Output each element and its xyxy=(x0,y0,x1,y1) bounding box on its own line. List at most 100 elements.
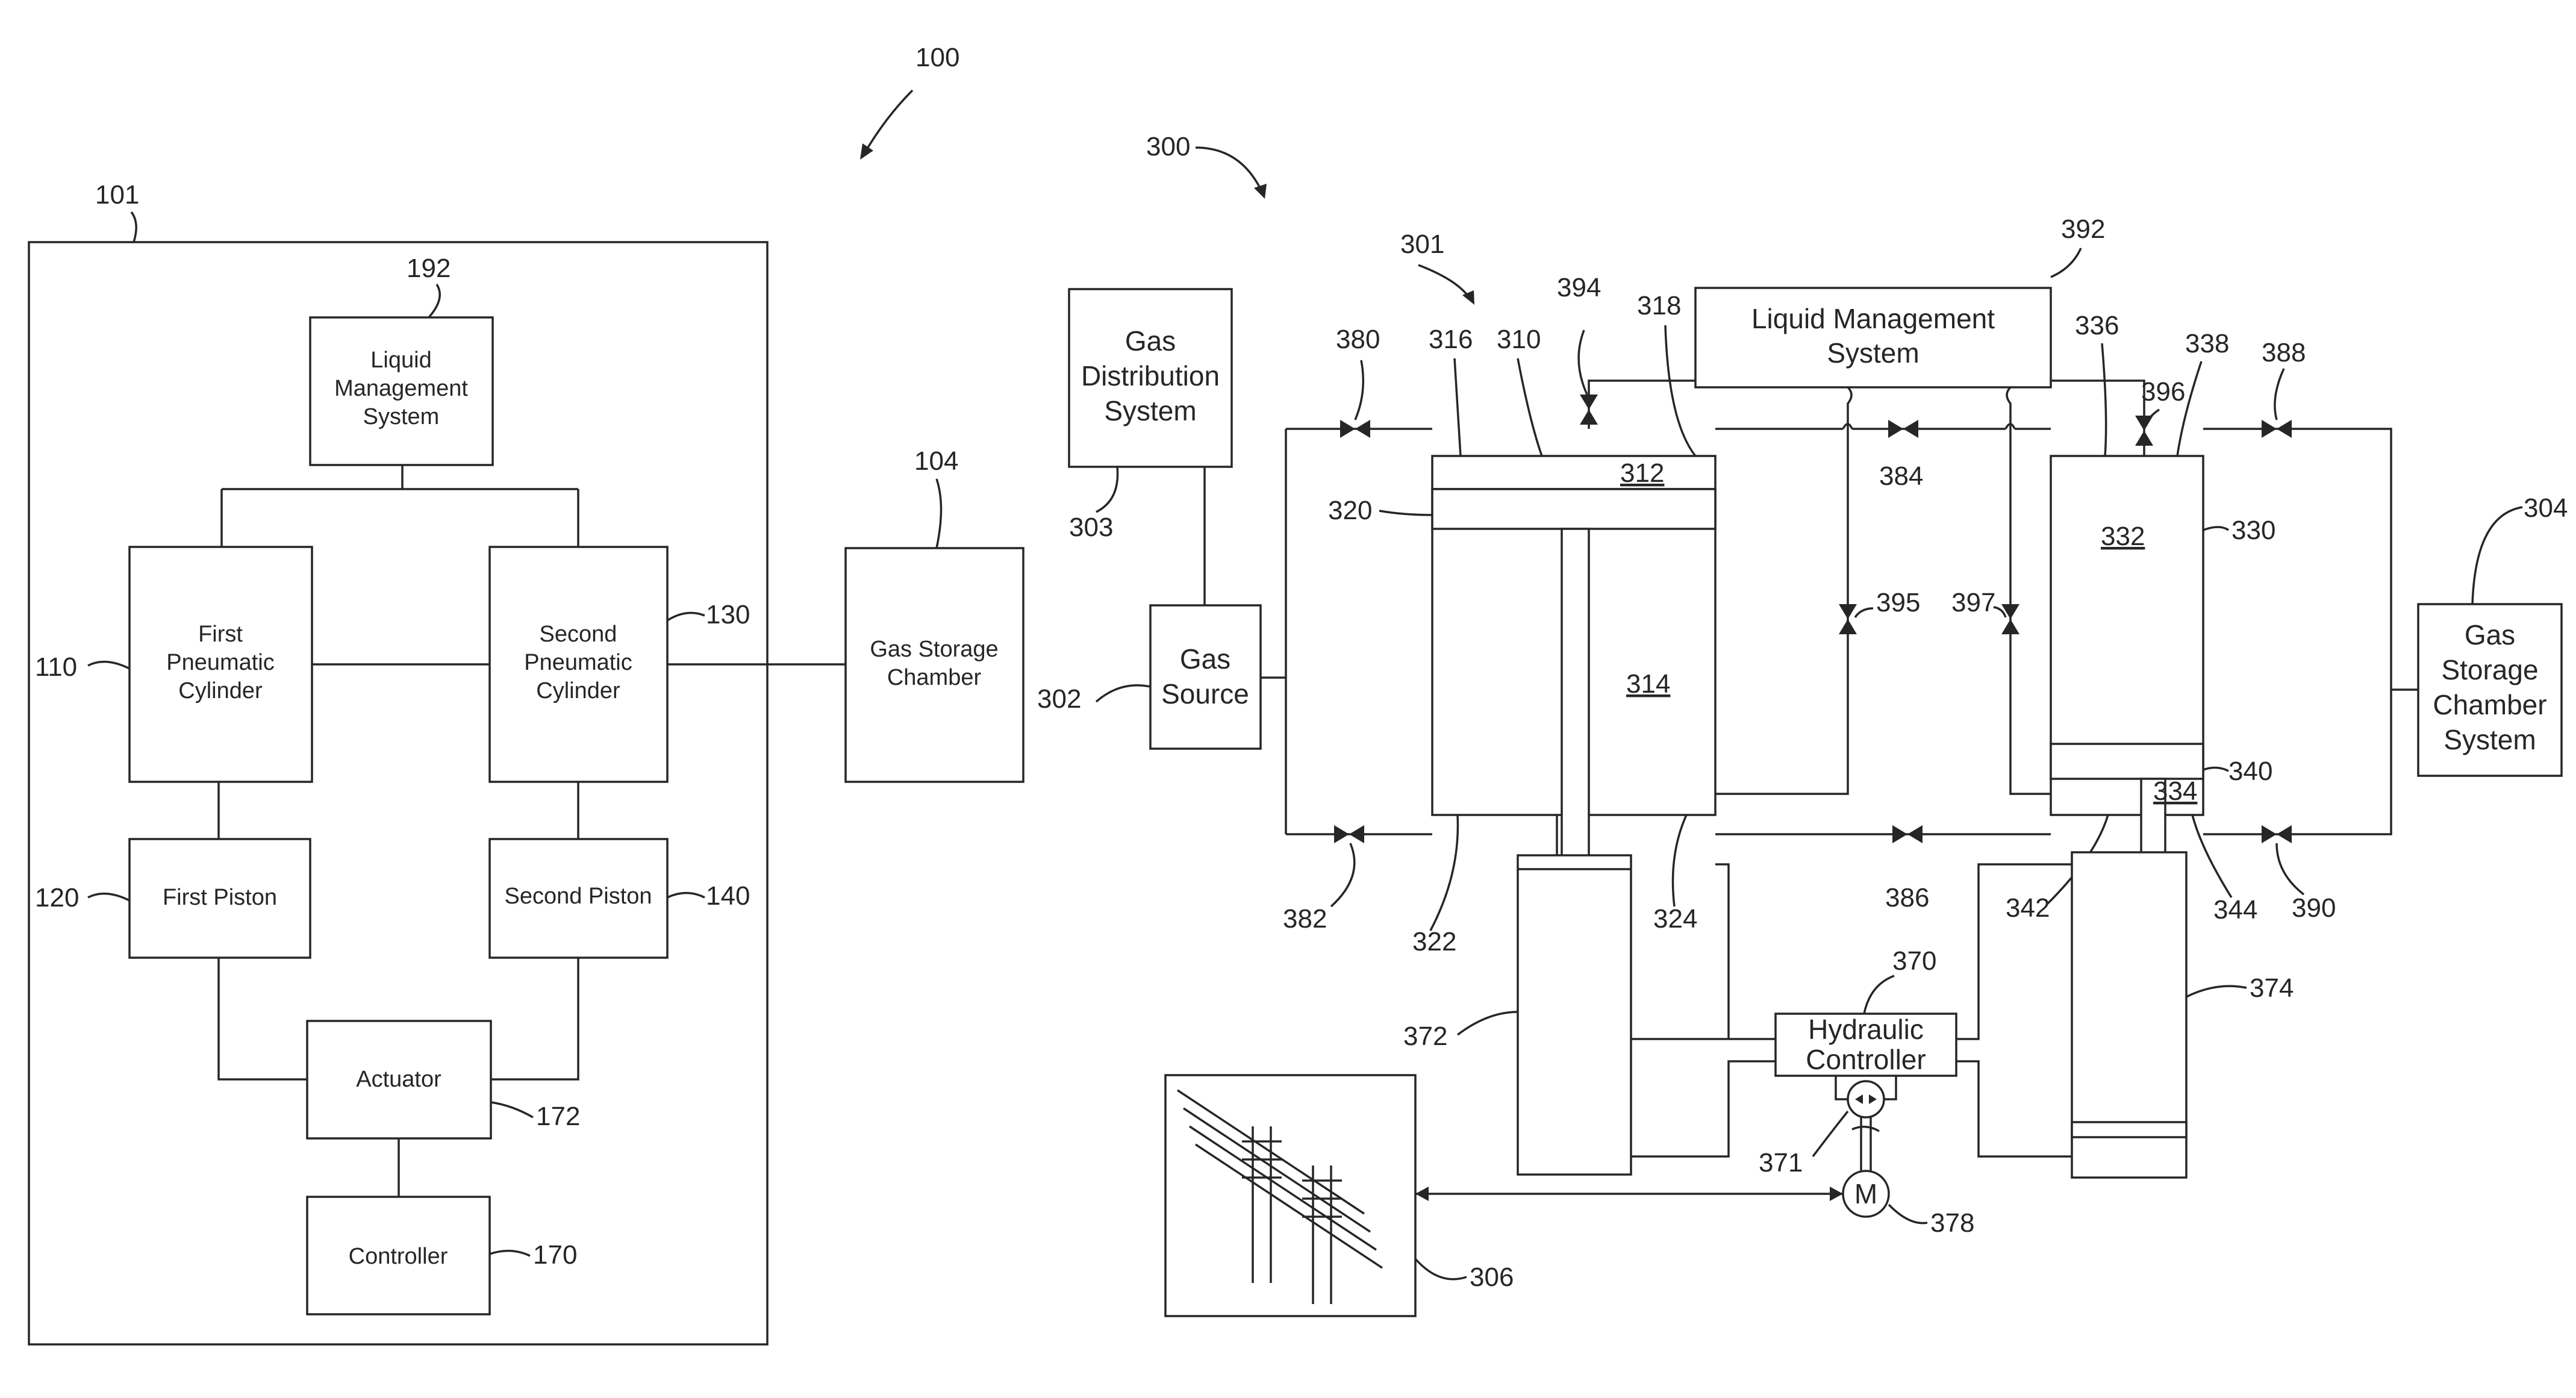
ref-388: 388 xyxy=(2262,338,2306,367)
ref-384: 384 xyxy=(1879,461,1923,491)
ref-320: 320 xyxy=(1328,496,1372,525)
ref-324: 324 xyxy=(1653,904,1697,934)
ref-300-arrowhead xyxy=(1254,184,1267,199)
first-cylinder-label-3: Cylinder xyxy=(178,678,263,704)
ref-318-leader xyxy=(1665,325,1695,456)
second-piston-label: Second Piston xyxy=(504,884,652,909)
second-cylinder-label-3: Cylinder xyxy=(536,678,620,704)
second-cylinder-label-1: Second xyxy=(540,622,617,647)
valve-397-bottom xyxy=(2001,619,2019,634)
ref-394-leader xyxy=(1579,330,1587,395)
ref-374: 374 xyxy=(2250,973,2294,1003)
valve-390: 390 xyxy=(2262,825,2336,923)
piston-340 xyxy=(2051,744,2203,779)
hydraulic-cylinder-372 xyxy=(1518,855,1631,1175)
ref-371-leader xyxy=(1813,1111,1848,1156)
ref-370-leader xyxy=(1864,976,1894,1014)
gas-distribution-label-3: System xyxy=(1104,395,1196,426)
controller-label: Controller xyxy=(349,1244,448,1269)
ref-312: 312 xyxy=(1620,458,1664,488)
ref-130: 130 xyxy=(706,600,750,629)
valve-380: 380 xyxy=(1336,325,1380,438)
ref-370: 370 xyxy=(1892,946,1936,976)
ref-110: 110 xyxy=(35,652,77,682)
liquid-management-label-2: Management xyxy=(334,376,468,401)
valve-390-right xyxy=(2277,825,2292,843)
gas-storage-system-label-1: Gas xyxy=(2465,619,2515,651)
ref-302-leader xyxy=(1096,685,1150,702)
ref-304: 304 xyxy=(2524,493,2568,523)
ref-302: 302 xyxy=(1037,684,1081,714)
ref-306-leader xyxy=(1415,1259,1467,1279)
grid-arrow-right xyxy=(1830,1187,1843,1201)
actuator-label: Actuator xyxy=(356,1067,441,1092)
ref-334: 334 xyxy=(2153,776,2197,806)
ref-395: 395 xyxy=(1876,588,1920,617)
ref-378-leader xyxy=(1889,1205,1927,1223)
ref-382-leader xyxy=(1331,843,1355,907)
valve-386: 386 xyxy=(1885,825,1929,913)
ref-320-leader xyxy=(1379,511,1432,515)
ref-330: 330 xyxy=(2231,516,2275,545)
hydraulic-cylinder-374-piston xyxy=(2072,1122,2186,1137)
gas-storage-label-2: Chamber xyxy=(887,665,982,690)
gas-storage-label-1: Gas Storage xyxy=(870,637,998,662)
ref-382: 382 xyxy=(1283,904,1327,934)
ref-100: 100 xyxy=(915,43,959,72)
ref-338: 338 xyxy=(2185,329,2229,358)
ref-322-leader xyxy=(1430,815,1458,931)
first-piston-label: First Piston xyxy=(163,885,277,910)
ref-340: 340 xyxy=(2228,757,2272,786)
valve-384: 384 xyxy=(1879,420,1923,491)
valve-395: 395 xyxy=(1839,588,1920,634)
first-cylinder-label-2: Pneumatic xyxy=(166,650,275,675)
ref-101-leader xyxy=(131,212,136,242)
shaft-rotation-arc xyxy=(1852,1127,1879,1131)
ref-330-leader xyxy=(2203,527,2228,530)
gas-source-label-2: Source xyxy=(1161,678,1249,710)
ref-322: 322 xyxy=(1412,927,1456,956)
ref-172: 172 xyxy=(536,1102,580,1131)
valve-382-right xyxy=(1349,825,1364,843)
ref-332: 332 xyxy=(2101,522,2145,551)
ref-395-leader xyxy=(1855,608,1873,617)
left-gas-manifold-lines xyxy=(1261,429,1432,834)
hyd-line-right-top xyxy=(1956,864,2072,1039)
ref-386: 386 xyxy=(1885,883,1929,913)
valve-394-top xyxy=(1580,395,1598,410)
gas-source-box xyxy=(1150,605,1261,749)
ref-372-leader xyxy=(1458,1012,1518,1035)
ref-344-leader xyxy=(2192,815,2231,897)
pump-371 xyxy=(1848,1081,1884,1117)
second-cylinder-label-2: Pneumatic xyxy=(524,650,632,675)
ref-304-leader xyxy=(2472,507,2522,604)
gas-storage-system-label-4: System xyxy=(2443,724,2536,755)
ref-303-leader xyxy=(1096,467,1118,512)
power-grid-box xyxy=(1165,1075,1415,1316)
valve-396: 396 xyxy=(2135,377,2185,446)
grid-arrow-left xyxy=(1415,1187,1429,1201)
motor-label: M xyxy=(1854,1178,1877,1209)
ref-101: 101 xyxy=(95,180,139,210)
valve-397-top xyxy=(2001,604,2019,619)
piston-320 xyxy=(1432,489,1715,529)
valve-382-left xyxy=(1334,825,1349,843)
ref-371: 371 xyxy=(1759,1148,1803,1178)
valve-388-right xyxy=(2277,420,2292,438)
valve-386-left xyxy=(1892,825,1907,843)
ref-390-leader xyxy=(2277,843,2304,894)
valve-388-left xyxy=(2262,420,2277,438)
ref-336: 336 xyxy=(2075,311,2119,340)
ref-394: 394 xyxy=(1557,273,1601,302)
system-100: 100 101 Liquid Management System 192 Fir… xyxy=(29,43,1023,1344)
valve-388: 388 xyxy=(2262,338,2306,438)
ref-390: 390 xyxy=(2292,893,2336,923)
ref-340-leader xyxy=(2203,767,2228,771)
ref-388-leader xyxy=(2275,369,2284,420)
ref-170: 170 xyxy=(533,1240,577,1270)
hydraulic-controller-label-2: Controller xyxy=(1806,1044,1926,1075)
gas-distribution-label-2: Distribution xyxy=(1081,360,1220,392)
system-300: 300 301 Gas Distribution System 303 Gas … xyxy=(1037,132,2568,1316)
ref-344: 344 xyxy=(2213,895,2257,925)
ref-318: 318 xyxy=(1637,291,1681,320)
